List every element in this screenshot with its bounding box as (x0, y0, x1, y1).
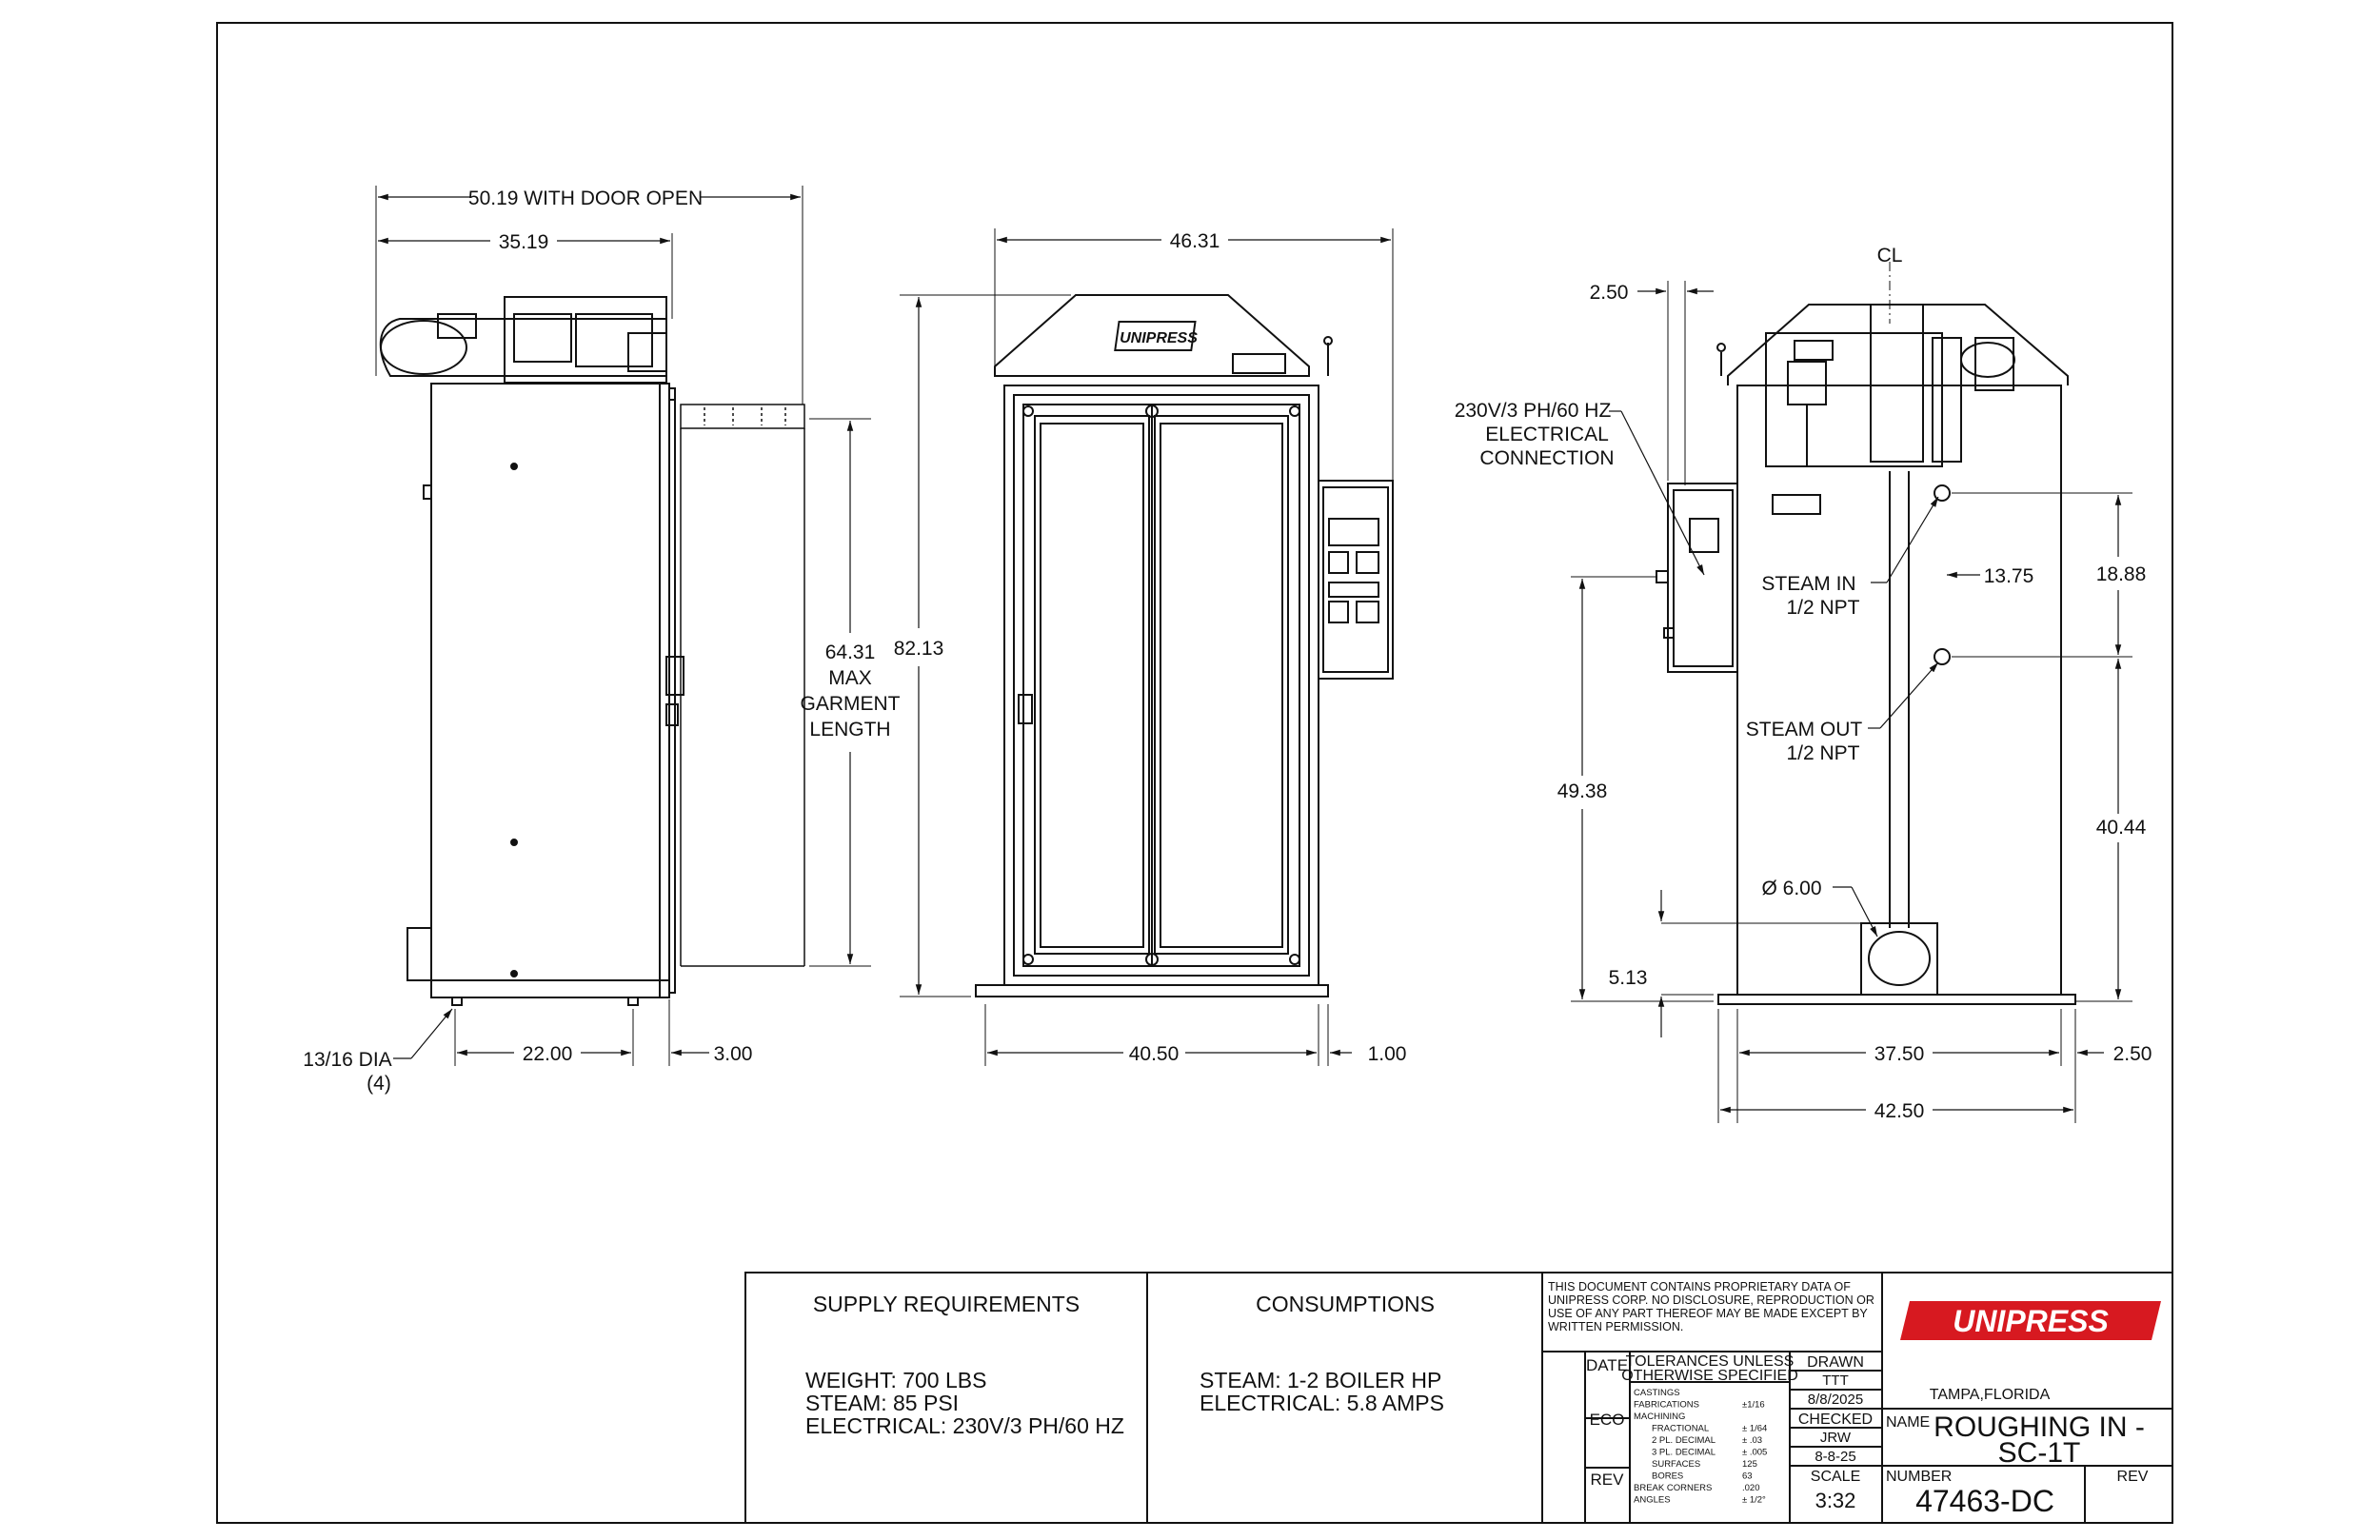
company-location: TAMPA,FLORIDA (1930, 1387, 2051, 1403)
drawing-name-2: SC-1T (1998, 1437, 2081, 1469)
checked-by: JRW (1820, 1430, 1852, 1446)
dim-steam-in-height: 18.88 (2096, 563, 2147, 585)
drawn-date: 8/8/2025 (1808, 1392, 1863, 1408)
front-view: UNIPRESS 46.31 82.13 40.50 1.00 (894, 228, 1407, 1066)
rev-label: REV (1591, 1471, 1625, 1489)
dim-steam-out-height: 40.44 (2096, 817, 2147, 839)
company-logo: UNIPRESS (1953, 1304, 2109, 1338)
logo-badge (1900, 1301, 2161, 1340)
scale-value: 3:32 (1815, 1489, 1856, 1512)
tolerance-value: 125 (1742, 1459, 1757, 1470)
duct-callout: Ø 6.00 (1761, 878, 1821, 899)
tolerance-label: BREAK CORNERS (1634, 1483, 1712, 1493)
drawing-number: 47463-DC (1915, 1484, 2054, 1518)
tolerance-value: ± .005 (1742, 1448, 1767, 1458)
dim-duct-height: 5.13 (1609, 967, 1648, 989)
brand-plate: UNIPRESS (1120, 330, 1198, 346)
tolerance-label: 3 PL. DECIMAL (1652, 1448, 1716, 1458)
proprietary-2: UNIPRESS CORP. NO DISCLOSURE, REPRODUCTI… (1548, 1293, 1874, 1307)
cabinet-side (407, 383, 684, 1006)
steam-in-label: STEAM IN (1761, 573, 1855, 595)
steam-out-label: STEAM OUT (1746, 719, 1863, 740)
drawn-by: TTT (1822, 1372, 1849, 1389)
dim-overhang: 3.00 (714, 1043, 753, 1065)
cabinet-front (975, 294, 1394, 997)
electrical-callout-1: 230V/3 PH/60 HZ (1455, 400, 1612, 422)
supply-steam: STEAM: 85 PSI (805, 1391, 959, 1415)
consumption-steam: STEAM: 1-2 BOILER HP (1200, 1368, 1441, 1392)
scale-label: SCALE (1811, 1469, 1860, 1485)
date-label: DATE (1586, 1356, 1628, 1374)
dim-width: 46.31 (1170, 230, 1220, 252)
supply-title: SUPPLY REQUIREMENTS (813, 1292, 1080, 1316)
dim-width-inner: 37.50 (1874, 1043, 1925, 1065)
tolerance-value: 63 (1742, 1471, 1753, 1482)
tolerance-title-2: OTHERWISE SPECIFIED (1621, 1368, 1798, 1384)
tolerance-value: .020 (1742, 1483, 1760, 1493)
eco-label: ECO (1590, 1411, 1625, 1429)
tolerance-label: FRACTIONAL (1652, 1424, 1709, 1434)
tolerance-label: FABRICATIONS (1634, 1400, 1699, 1411)
consumption-electrical: ELECTRICAL: 5.8 AMPS (1200, 1391, 1444, 1415)
dim-garment-2: MAX (828, 667, 872, 689)
tolerance-label: MACHINING (1634, 1412, 1685, 1422)
dim-base: 40.50 (1129, 1043, 1180, 1065)
tolerance-label: BORES (1652, 1471, 1683, 1482)
hole-callout-2: (4) (367, 1073, 391, 1095)
steam-out-size: 1/2 NPT (1786, 742, 1859, 764)
proprietary-1: THIS DOCUMENT CONTAINS PROPRIETARY DATA … (1548, 1280, 1851, 1293)
tolerance-label: CASTINGS (1634, 1388, 1680, 1398)
tolerance-value: ± .03 (1742, 1435, 1762, 1446)
steam-in-size: 1/2 NPT (1786, 597, 1859, 619)
drawn-label: DRAWN (1807, 1354, 1864, 1371)
tolerance-value: ±1/16 (1742, 1400, 1765, 1411)
centerline-symbol: CL (1877, 245, 1903, 267)
checked-date: 8-8-25 (1815, 1449, 1855, 1465)
dim-height: 82.13 (894, 638, 944, 660)
proprietary-3: USE OF ANY PART THEREOF MAY BE MADE EXCE… (1548, 1307, 1868, 1320)
consumption-title: CONSUMPTIONS (1256, 1292, 1435, 1316)
name-label: NAME (1886, 1414, 1930, 1431)
number-label: NUMBER (1886, 1469, 1952, 1485)
drawing-name-1: ROUGHING IN - (1934, 1412, 2145, 1443)
electrical-callout-3: CONNECTION (1479, 447, 1614, 469)
dim-door-open: 50.19 WITH DOOR OPEN (468, 188, 703, 209)
tolerance-label: SURFACES (1652, 1459, 1700, 1470)
electrical-callout-2: ELECTRICAL (1485, 424, 1609, 445)
cabinet-rear (1656, 304, 2076, 1005)
rev-column-label: REV (2117, 1469, 2149, 1485)
rear-view: CL 2.50 230V/3 PH/60 HZ ELECTRICAL CONNE… (1455, 245, 2152, 1123)
blower-motor (379, 296, 667, 384)
proprietary-4: WRITTEN PERMISSION. (1548, 1320, 1683, 1333)
dim-depth: 35.19 (499, 231, 549, 253)
dim-width-overall: 42.50 (1874, 1100, 1925, 1122)
door-open-outline (680, 404, 805, 967)
tolerance-title-1: TOLERANCES UNLESS (1626, 1353, 1795, 1370)
dim-elec-height: 49.38 (1557, 780, 1608, 802)
hole-callout-1: 13/16 DIA (303, 1049, 391, 1071)
dim-garment-4: LENGTH (809, 719, 890, 740)
supply-weight: WEIGHT: 700 LBS (805, 1368, 986, 1392)
dim-foot-spacing: 22.00 (523, 1043, 573, 1065)
dim-offset: 1.00 (1368, 1043, 1407, 1065)
dim-side: 2.50 (2113, 1043, 2152, 1065)
dim-steam-spacing: 13.75 (1984, 565, 2034, 587)
dim-offset-top: 2.50 (1590, 282, 1629, 304)
title-block: SUPPLY REQUIREMENTS WEIGHT: 700 LBS STEA… (744, 1272, 2173, 1524)
tolerance-value: ± 1/2° (1742, 1495, 1766, 1506)
dim-garment-1: 64.31 (825, 642, 876, 663)
side-view: 50.19 WITH DOOR OPEN 35.19 64.31 MAX GAR… (303, 186, 901, 1095)
checked-label: CHECKED (1798, 1412, 1873, 1428)
tolerance-value: ± 1/64 (1742, 1424, 1767, 1434)
dim-garment-3: GARMENT (801, 693, 901, 715)
tolerance-label: 2 PL. DECIMAL (1652, 1435, 1716, 1446)
tolerance-label: ANGLES (1634, 1495, 1671, 1506)
supply-electrical: ELECTRICAL: 230V/3 PH/60 HZ (805, 1413, 1124, 1438)
